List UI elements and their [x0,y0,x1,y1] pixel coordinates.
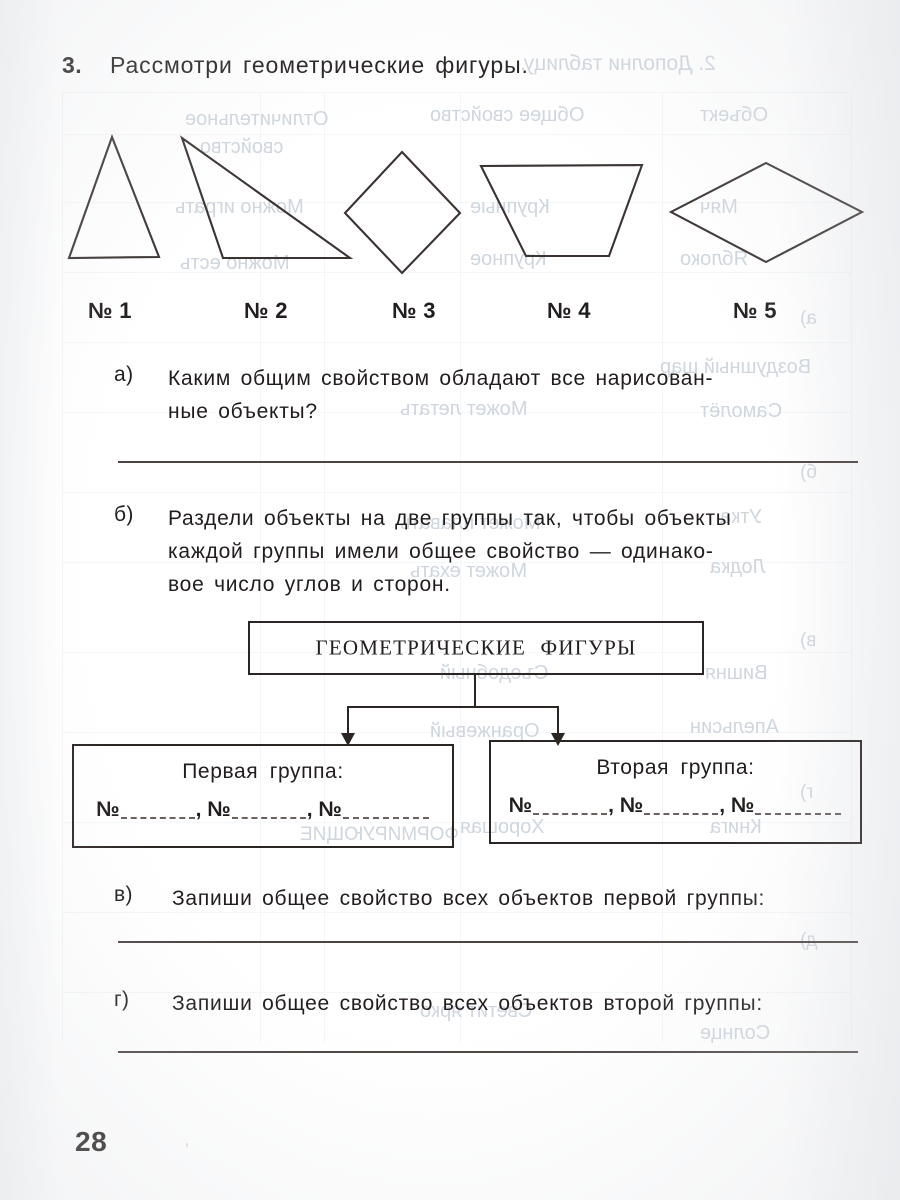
question-a-line-2: ные объекты? [168,400,318,423]
question-v-line-1: Запиши общее свойство всех объектов перв… [172,887,766,910]
show-through-line: 2. Дополни таблицу. [520,52,716,75]
question-b-line-3: вое число углов и сторон. [168,573,451,596]
second-group-slot-2-prefix: № [619,794,644,817]
diagram-connector-horizontal [348,706,559,709]
second-group-title: Вторая группа: [596,756,755,779]
figure-label-3: № 3 [392,298,436,323]
second-group-box: Вторая группа: №, №, № [489,740,862,844]
second-group-slot-2[interactable]: № [620,794,719,818]
answer-line-g[interactable] [118,1051,858,1053]
figure-1-triangle-isosceles [67,133,161,260]
question-a-marker: а) [114,363,134,386]
figure-4-trapezoid [479,163,644,258]
second-group-slot-3[interactable]: № [731,794,842,818]
figures-strip [0,110,900,280]
diagram-root-label: ГЕОМЕТРИЧЕСКИЕ ФИГУРЫ [315,635,637,660]
question-b-marker: б) [114,503,134,526]
page-number: 28 [75,1126,108,1157]
diagram-arrow-right [551,733,565,746]
second-group-slot-3-prefix: № [730,794,755,817]
first-group-slot-3-prefix: № [318,798,342,821]
figure-labels: № 1 № 2 № 3 № 4 № 5 [0,298,900,334]
question-b-text: Раздели объекты на две группы так, чтобы… [168,502,732,601]
figure-5-rhombus-wide [668,161,865,264]
question-a-line-1: Каким общим свойством обладают все нарис… [168,367,714,390]
question-v-text: Запиши общее свойство всех объектов перв… [172,882,765,915]
figure-3-square-rotated-diamond [343,150,462,275]
diagram-root-node: ГЕОМЕТРИЧЕСКИЕ ФИГУРЫ [248,621,704,675]
first-group-box: Первая группа: №, №, № [72,744,454,848]
figures-svg [67,133,865,275]
first-group-slot-3[interactable]: № [318,798,429,822]
show-through-line: Солнце [700,1022,771,1044]
second-group-slot-1[interactable]: № [509,794,608,818]
first-group-separator-1: , [195,798,202,821]
task-number: 3. [62,52,82,78]
question-b-line-1: Раздели объекты на две группы так, чтобы… [168,507,732,530]
diagram-arrow-left [341,733,355,746]
figure-label-2: № 2 [244,298,288,323]
show-through-line: в) [800,630,817,651]
second-group-slot-1-prefix: № [508,794,533,817]
task-title: Рассмотри геометрические фигуры. [110,52,529,78]
answer-line-v[interactable] [118,941,858,943]
question-b-line-2: каждой группы имели общее свойство — оди… [168,540,714,563]
figure-label-5: № 5 [733,298,777,323]
diagram-connector-right [557,706,560,735]
figure-2-triangle-right-obtuse [179,135,354,260]
first-group-slot-2-prefix: № [207,798,231,821]
diagram-connector-left [347,706,350,735]
question-g-line-1: Запиши общее свойство всех объектов втор… [172,992,763,1015]
show-through-line: Вишня [705,662,768,684]
question-g-marker: г) [114,988,130,1011]
first-group-slots: №, №, № [74,798,452,822]
second-group-separator-1: , [608,794,614,817]
first-group-slot-2-blank[interactable] [231,806,306,819]
first-group-slot-3-blank[interactable] [342,806,429,819]
second-group-slot-3-blank[interactable] [755,802,842,815]
answer-line-a[interactable] [118,461,858,463]
first-group-slot-2[interactable]: № [207,798,306,822]
second-group-slots: №, №, № [491,794,860,818]
show-through-line: б) [800,462,818,483]
figure-label-1: № 1 [88,298,132,323]
second-group-slot-1-blank[interactable] [533,802,608,815]
first-group-slot-1[interactable]: № [96,798,195,822]
first-group-slot-1-blank[interactable] [120,806,195,819]
scan-stray-mark: ’ [182,1139,190,1160]
first-group-title: Первая группа: [182,760,344,783]
figure-label-4: № 4 [547,298,591,323]
show-through-line: Апельсин [690,716,779,738]
second-group-separator-2: , [719,794,726,817]
question-g-text: Запиши общее свойство всех объектов втор… [172,987,763,1020]
first-group-separator-2: , [306,798,313,821]
question-v-marker: в) [114,883,133,906]
diagram-connector-root-stub [474,675,477,706]
question-a-text: Каким общим свойством обладают все нарис… [168,362,713,428]
second-group-slot-2-blank[interactable] [644,802,719,815]
first-group-slot-1-prefix: № [96,798,120,821]
